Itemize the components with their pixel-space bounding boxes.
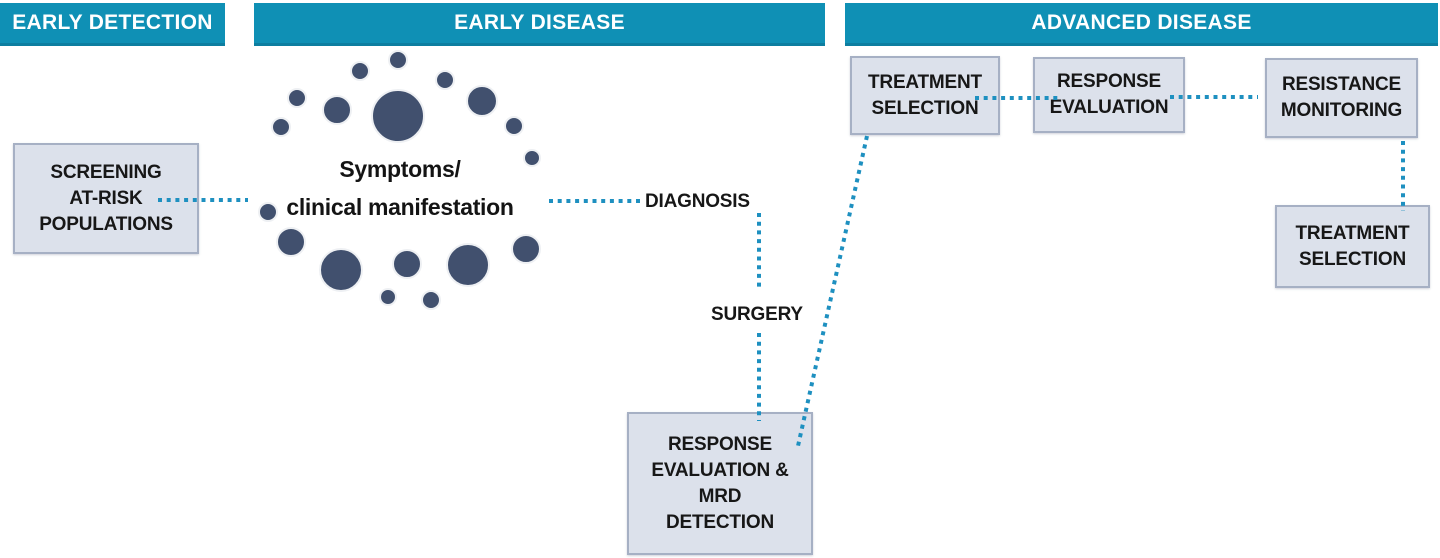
node-label-line: DETECTION	[666, 511, 774, 533]
phase-band-advanced-disease: ADVANCED DISEASE	[845, 3, 1438, 46]
node-treatment-selection-advanced: TREATMENT SELECTION	[850, 56, 1000, 135]
node-label-line: MRD	[698, 485, 742, 507]
diagnosis-label: DIAGNOSIS	[645, 191, 750, 212]
node-treatment-selection-second-line: TREATMENT SELECTION	[1275, 205, 1430, 288]
phase-band-label: EARLY DISEASE	[454, 11, 625, 34]
node-label-line: TREATMENT	[868, 71, 982, 93]
node-label-line: MONITORING	[1280, 100, 1403, 121]
phase-band-early-detection: EARLY DETECTION	[0, 3, 225, 46]
node-label-line: EVALUATION	[1049, 97, 1169, 118]
phase-band-early-disease: EARLY DISEASE	[254, 3, 825, 46]
node-label-line: EVALUATION &	[651, 459, 789, 481]
node-label-line: RESPONSE	[668, 433, 772, 455]
phase-band-label: EARLY DETECTION	[12, 11, 213, 34]
surgery-label: SURGERY	[711, 304, 803, 325]
phase-band-label: ADVANCED DISEASE	[1031, 11, 1252, 34]
node-response-evaluation-advanced: RESPONSE EVALUATION	[1033, 57, 1185, 133]
symptoms-clinical-manifestation-label: Symptoms/ clinical manifestation	[265, 150, 535, 226]
node-screening-at-risk-populations: SCREENING AT-RISK POPULATIONS	[13, 143, 199, 254]
node-label-line: SELECTION	[871, 97, 979, 119]
connector-mrd-to-treatment-selection	[796, 135, 869, 447]
node-label-line: SCREENING	[50, 161, 162, 183]
node-resistance-monitoring: RESISTANCE MONITORING	[1265, 58, 1418, 138]
node-response-evaluation-mrd-detection: RESPONSE EVALUATION & MRD DETECTION	[627, 412, 813, 555]
symptoms-label-line: Symptoms/	[339, 156, 461, 182]
node-label-line: RESPONSE	[1057, 71, 1161, 92]
node-label-line: TREATMENT	[1295, 222, 1410, 244]
node-label-line: AT-RISK	[69, 187, 143, 209]
node-label-line: SELECTION	[1299, 248, 1406, 270]
node-label-line: RESISTANCE	[1281, 74, 1402, 95]
node-label-line: POPULATIONS	[39, 213, 173, 235]
symptoms-label-line: clinical manifestation	[286, 194, 514, 220]
